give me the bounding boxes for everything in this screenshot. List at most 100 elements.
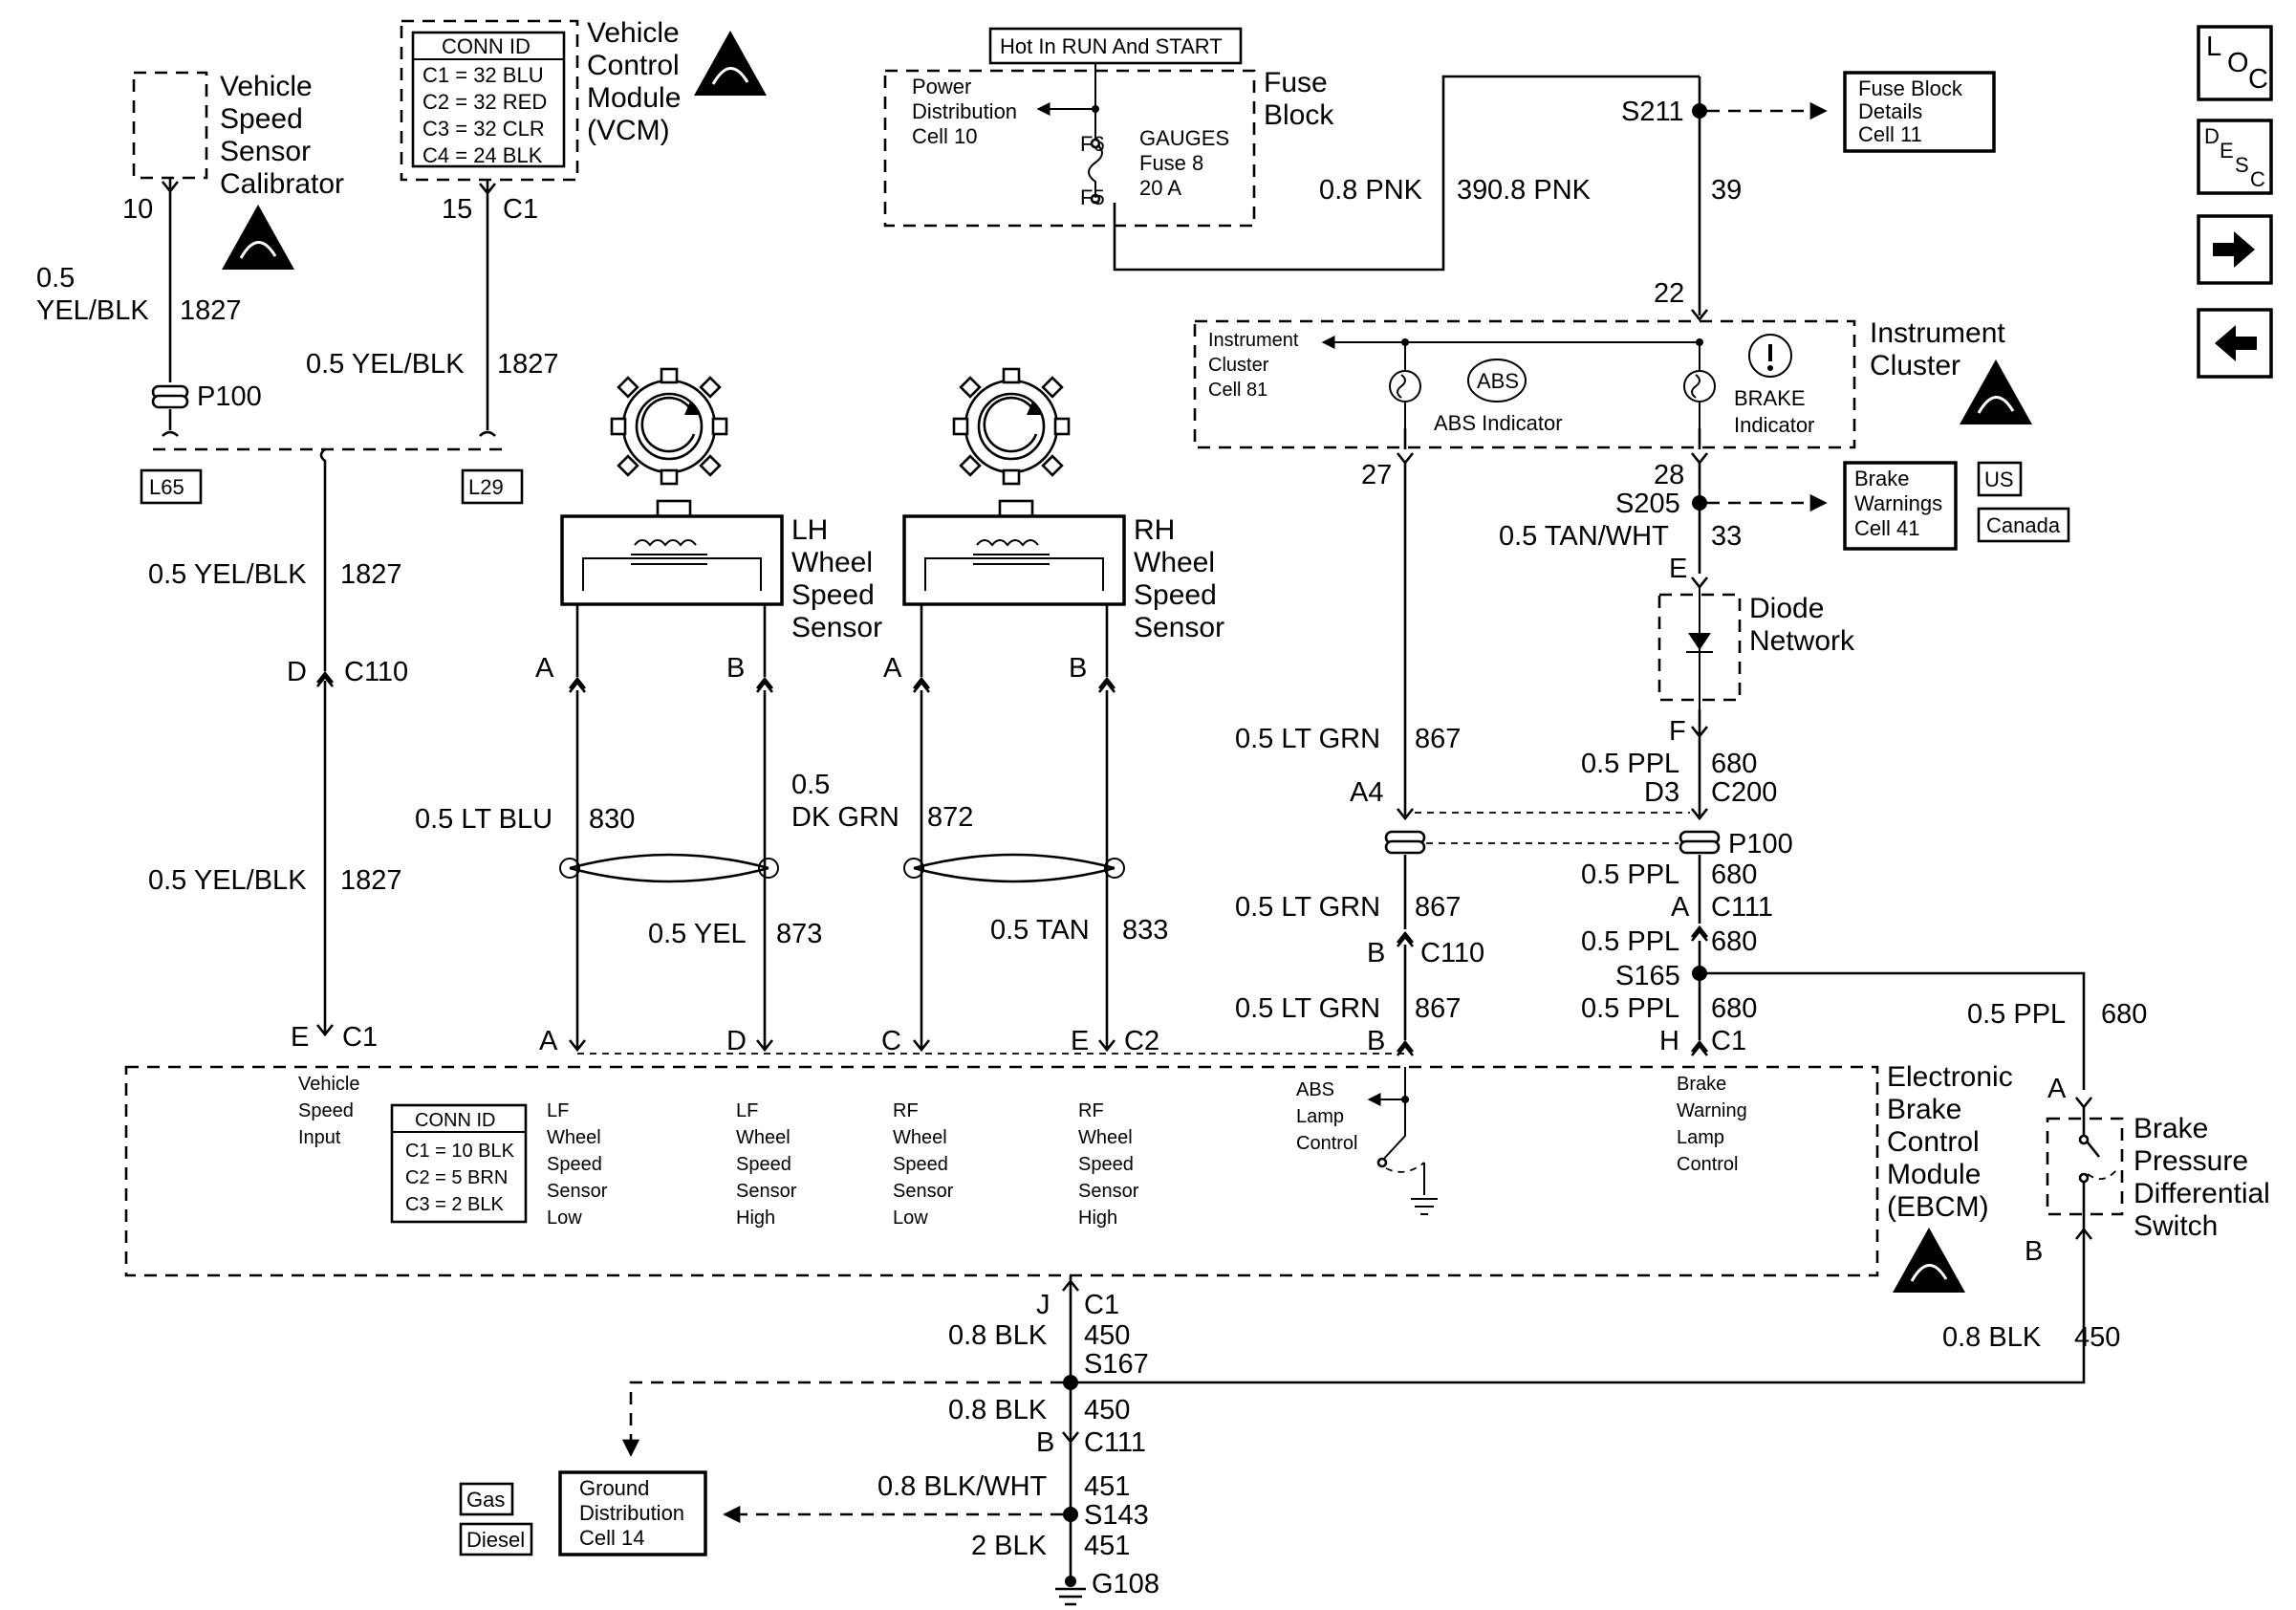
svg-text:0.5 TAN/WHT: 0.5 TAN/WHT [1499, 521, 1669, 552]
esd-warning-icon [1893, 1228, 1965, 1293]
abs-indicator-icon: ABS [1467, 359, 1527, 402]
svg-text:39: 39 [1457, 175, 1487, 206]
brake-pressure-differential-switch: Brake Pressure Differential Switch [2046, 1097, 2270, 1242]
svg-text:1827: 1827 [340, 559, 402, 590]
svg-text:Speed: Speed [1078, 1154, 1134, 1175]
svg-text:Instrument: Instrument [1870, 317, 2005, 349]
loc-button[interactable]: L O C [2197, 25, 2273, 101]
svg-text:Hot In RUN And START: Hot In RUN And START [1000, 34, 1223, 58]
svg-text:CONN ID: CONN ID [415, 1110, 495, 1131]
svg-text:Brake: Brake [1887, 1094, 1961, 1125]
rh-wheel-speed-sensor: RH Wheel Speed Sensor [902, 367, 1224, 643]
svg-text:B: B [1069, 653, 1087, 684]
svg-text:Wheel: Wheel [547, 1127, 601, 1148]
svg-text:C2 = 32 RED: C2 = 32 RED [422, 90, 547, 114]
svg-text:C: C [2248, 64, 2268, 95]
svg-text:RH: RH [1134, 514, 1175, 546]
svg-text:F: F [1669, 716, 1686, 747]
svg-text:Warnings: Warnings [1854, 491, 1942, 515]
svg-text:YEL/BLK: YEL/BLK [36, 295, 149, 326]
svg-text:Electronic: Electronic [1887, 1061, 2013, 1093]
svg-text:B: B [1367, 938, 1385, 968]
svg-text:P100: P100 [1728, 829, 1793, 859]
abs-bulb-icon [1389, 370, 1421, 402]
svg-text:Diesel: Diesel [466, 1528, 525, 1552]
svg-text:Cell 11: Cell 11 [1858, 122, 1922, 146]
svg-text:20 A: 20 A [1139, 176, 1181, 200]
svg-text:D: D [287, 657, 307, 687]
svg-text:RF: RF [1078, 1100, 1104, 1121]
svg-text:Network: Network [1749, 625, 1855, 657]
next-button[interactable] [2197, 214, 2273, 285]
esd-warning-icon [1960, 359, 2032, 424]
svg-text:DK GRN: DK GRN [791, 802, 899, 833]
desc-button[interactable]: D E S C [2197, 119, 2273, 195]
svg-text:A: A [2047, 1074, 2067, 1104]
svg-text:Speed: Speed [791, 579, 875, 611]
svg-text:High: High [736, 1208, 775, 1229]
svg-text:Cell 10: Cell 10 [912, 124, 977, 148]
svg-text:0.5 PPL: 0.5 PPL [1581, 926, 1679, 957]
svg-text:28: 28 [1654, 460, 1684, 490]
svg-text:B: B [2025, 1236, 2043, 1267]
svg-text:0.5 YEL/BLK: 0.5 YEL/BLK [148, 865, 307, 896]
svg-text:Low: Low [893, 1208, 928, 1229]
svg-text:Wheel: Wheel [791, 547, 873, 578]
svg-text:(EBCM): (EBCM) [1887, 1191, 1989, 1223]
svg-text:E: E [1669, 554, 1687, 584]
svg-text:0.5: 0.5 [36, 263, 75, 294]
svg-text:Wheel: Wheel [1078, 1127, 1133, 1148]
svg-text:Speed: Speed [736, 1154, 791, 1175]
esd-warning-icon [694, 31, 767, 96]
ground-distribution-ref: Ground Distribution Cell 14 [558, 1470, 707, 1556]
svg-text:Fuse: Fuse [1264, 67, 1328, 98]
svg-text:C3 = 32 CLR: C3 = 32 CLR [422, 117, 545, 141]
svg-text:Sensor: Sensor [220, 136, 311, 167]
svg-text:Sensor: Sensor [1078, 1181, 1139, 1202]
svg-text:Lamp: Lamp [1677, 1127, 1724, 1148]
svg-text:C4 = 24 BLK: C4 = 24 BLK [422, 143, 543, 167]
svg-text:Wheel: Wheel [893, 1127, 947, 1148]
svg-text:S143: S143 [1084, 1500, 1149, 1531]
svg-text:C1 = 10 BLK: C1 = 10 BLK [405, 1141, 515, 1162]
svg-text:Switch: Switch [2134, 1210, 2218, 1242]
svg-text:451: 451 [1084, 1471, 1130, 1502]
svg-text:C1 = 32 BLU: C1 = 32 BLU [422, 63, 544, 87]
svg-text:Calibrator: Calibrator [220, 168, 344, 200]
svg-text:Module: Module [1887, 1159, 1981, 1190]
svg-text:Pressure: Pressure [2134, 1145, 2248, 1177]
svg-text:450: 450 [1084, 1395, 1130, 1425]
svg-text:1827: 1827 [340, 865, 402, 896]
svg-text:L: L [2206, 32, 2221, 62]
svg-text:C200: C200 [1711, 777, 1777, 808]
brake-bulb-icon [1683, 370, 1716, 402]
prev-button[interactable] [2197, 308, 2273, 379]
svg-text:Ground: Ground [579, 1476, 649, 1500]
svg-text:0.5 LT GRN: 0.5 LT GRN [1235, 993, 1380, 1024]
svg-text:0.8 BLK: 0.8 BLK [948, 1395, 1048, 1425]
svg-text:10: 10 [122, 194, 153, 225]
svg-text:Differential: Differential [2134, 1178, 2270, 1209]
l65-tag: L65 [140, 468, 203, 505]
svg-text:2 BLK: 2 BLK [971, 1531, 1048, 1561]
svg-text:Indicator: Indicator [1734, 413, 1814, 437]
svg-text:C111: C111 [1084, 1427, 1146, 1458]
svg-text:P100: P100 [197, 381, 262, 412]
svg-text:High: High [1078, 1208, 1117, 1229]
p100-connector-pair: P100 [1384, 829, 1793, 859]
svg-text:872: 872 [927, 802, 973, 833]
svg-text:Block: Block [1264, 99, 1334, 131]
svg-text:867: 867 [1415, 993, 1461, 1024]
svg-text:D3: D3 [1644, 777, 1679, 808]
svg-text:Details: Details [1858, 99, 1922, 123]
svg-text:Control: Control [1296, 1133, 1357, 1154]
svg-text:830: 830 [589, 804, 635, 835]
tone-wheel-icon [952, 367, 1071, 486]
svg-text:450: 450 [1084, 1320, 1130, 1351]
svg-text:0.5 LT GRN: 0.5 LT GRN [1235, 892, 1380, 923]
svg-text:H: H [1659, 1026, 1679, 1056]
diode-network: Diode Network [1657, 587, 1855, 709]
svg-text:0.5 LT GRN: 0.5 LT GRN [1235, 724, 1380, 754]
svg-text:0.5 YEL/BLK: 0.5 YEL/BLK [148, 559, 307, 590]
svg-text:Distribution: Distribution [912, 99, 1017, 123]
